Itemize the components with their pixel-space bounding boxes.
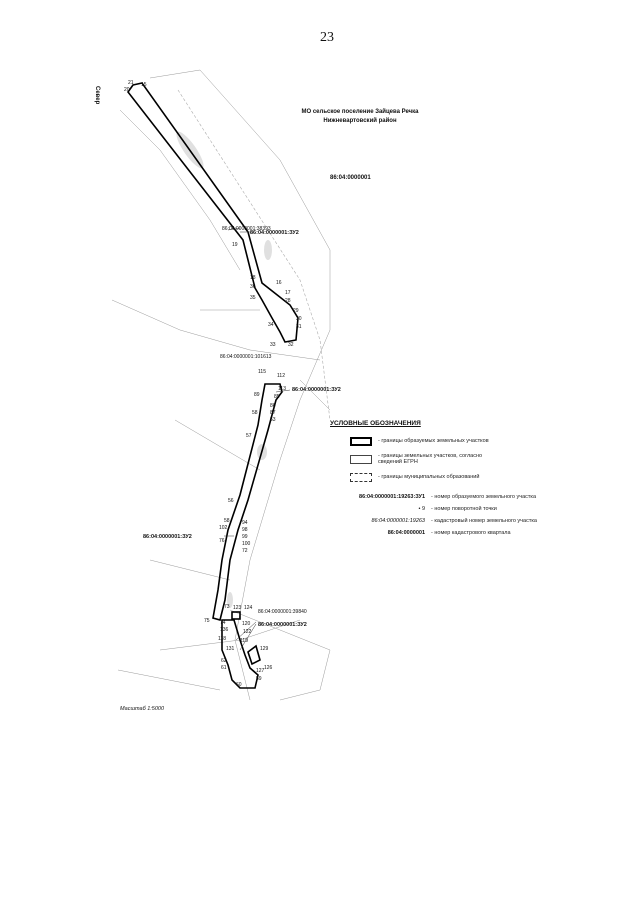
- cadastral-quarter-label: 86:04:0000001: [330, 175, 371, 181]
- point-label: 100: [242, 541, 251, 547]
- legend-key-desc: - номер кадастрового квартала: [431, 530, 511, 536]
- swatch-dashed-boundary: [350, 472, 372, 482]
- north-arrow-label: Север: [94, 86, 100, 105]
- parcel-label-101613: 86:04:0000001:101613: [220, 354, 272, 360]
- map-title: МО сельское поселение Зайцева Речка Нижн…: [290, 108, 430, 126]
- point-label: 29: [293, 308, 299, 314]
- legend-text-line: сведений ЕГРН: [378, 459, 418, 465]
- map-title-line1: МО сельское поселение Зайцева Речка: [301, 109, 419, 115]
- point-label: 20: [124, 87, 130, 93]
- legend-key-desc: - номер поворотной точки: [431, 506, 497, 512]
- legend-row-formed-parcels: - границы образуемых земельных участков: [330, 433, 560, 449]
- point-label: 129: [260, 646, 269, 652]
- point-label: 33: [270, 342, 276, 348]
- parcel-label-zu2-3: 86:04:0000001:ЗУ2: [143, 534, 192, 540]
- legend-key: 86:04:0000001:19263:ЗУ1: [359, 494, 425, 500]
- point-label: 19: [232, 242, 238, 248]
- point-label: 56: [228, 498, 234, 504]
- legend-text: - границы образуемых земельных участков: [378, 438, 489, 444]
- legend-key-desc: - номер образуемого земельного участка: [431, 494, 537, 500]
- legend: УСЛОВНЫЕ ОБОЗНАЧЕНИЯ - границы образуемы…: [330, 420, 560, 539]
- turning-points: 21 20 15 19 18 36 35 16 17 28 29 30 31 3…: [124, 80, 302, 688]
- point-label: 18: [250, 275, 256, 281]
- point-label: 32: [288, 342, 294, 348]
- point-label: 73: [224, 604, 230, 610]
- point-label: 126: [264, 665, 273, 671]
- legend-key: 86:04:0000001: [387, 530, 425, 536]
- swatch-bold-boundary: [350, 436, 372, 446]
- leader-lines: [224, 227, 291, 651]
- parcel-label-zu2-4: 86:04:0000001:ЗУ2: [258, 622, 307, 628]
- point-label: 118: [218, 636, 226, 642]
- legend-row-egrn-parcels: - границы земельных участков, согласно с…: [330, 449, 560, 469]
- point-label: 131: [226, 646, 235, 652]
- point-label: 31: [296, 324, 302, 330]
- parcel-label-39840: 86:04:0000001:39840: [258, 609, 307, 615]
- point-label: 87: [270, 410, 276, 416]
- point-label: 60: [236, 682, 242, 688]
- point-label: 94: [242, 520, 248, 526]
- point-label: 98: [242, 527, 248, 533]
- point-label: 115: [258, 369, 266, 375]
- legend-key: • 9: [418, 506, 425, 512]
- point-label: 16: [276, 280, 282, 286]
- point-label: 113: [278, 386, 286, 392]
- municipal-boundary: [177, 89, 331, 421]
- point-label: 59: [256, 676, 262, 682]
- point-label: 124: [244, 605, 253, 611]
- point-label: 89: [254, 392, 260, 398]
- point-label: 53: [270, 417, 276, 423]
- point-label: 127: [256, 668, 265, 674]
- point-label: 30: [296, 316, 302, 322]
- point-label: 120: [242, 621, 251, 627]
- point-label: 35: [250, 295, 256, 301]
- parcel-label-38393: 86:04:0000001:38393: [222, 226, 271, 232]
- map-scale: Масштаб 1:5000: [120, 706, 165, 712]
- point-label: 72: [242, 548, 248, 554]
- legend-text-line: - границы земельных участков, согласно: [378, 453, 483, 459]
- legend-key-row: 86:04:0000001 - номер кадастрового кварт…: [330, 527, 560, 539]
- point-label: 119: [240, 638, 248, 644]
- point-label: 136: [220, 627, 229, 633]
- legend-text: - границы муниципальных образований: [378, 474, 480, 480]
- page-number: 23: [320, 30, 334, 45]
- point-label: 76: [219, 538, 225, 544]
- map-title-line2: Нижневартовский район: [323, 118, 397, 124]
- parcel-label-zu2-1: 86:04:0000001:ЗУ2: [250, 230, 299, 236]
- legend-text: - границы земельных участков, согласно с…: [378, 453, 482, 465]
- point-label: 34: [268, 322, 274, 328]
- point-label: 112: [277, 373, 285, 379]
- point-label: 102: [219, 525, 228, 531]
- point-label: 99: [242, 534, 248, 540]
- parcel-label-zu2-2: 86:04:0000001:ЗУ2: [292, 387, 341, 393]
- point-label: 86: [270, 403, 276, 409]
- point-label: 61: [221, 665, 227, 671]
- point-label: 58: [224, 518, 230, 524]
- parcel-zu2-boundary: [127, 82, 299, 689]
- point-label: 74: [220, 620, 226, 626]
- legend-title: УСЛОВНЫЕ ОБОЗНАЧЕНИЯ: [330, 420, 421, 427]
- point-label: 21: [128, 80, 134, 86]
- point-label: 28: [285, 298, 291, 304]
- point-label: 122: [243, 629, 252, 635]
- legend-key-row: • 9 - номер поворотной точки: [330, 503, 560, 515]
- point-label: 123: [233, 605, 242, 611]
- point-label: 36: [250, 284, 256, 290]
- legend-row-municipal: - границы муниципальных образований: [330, 469, 560, 485]
- point-label: 58: [252, 410, 258, 416]
- swatch-thin-boundary: [350, 454, 372, 464]
- neighbour-boundaries: [111, 69, 331, 701]
- point-label: 75: [204, 618, 210, 624]
- legend-key: 86:04:0000001:19263: [371, 518, 425, 524]
- legend-key-row: 86:04:0000001:19263:ЗУ1 - номер образуем…: [330, 491, 560, 503]
- point-label: 17: [285, 290, 291, 296]
- point-label: 15: [141, 82, 147, 88]
- legend-key-row: 86:04:0000001:19263 - кадастровый номер …: [330, 515, 560, 527]
- point-label: 57: [246, 433, 252, 439]
- point-label: 62: [221, 658, 227, 664]
- point-label: 85: [274, 394, 280, 400]
- legend-key-desc: - кадастровый номер земельного участка: [431, 518, 537, 524]
